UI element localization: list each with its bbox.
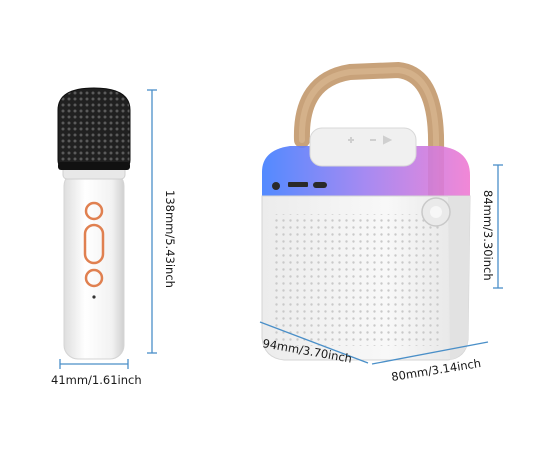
mic-led-dot [92, 295, 96, 299]
speaker [261, 61, 471, 361]
speaker-depth-line [371, 341, 489, 365]
speaker-top-buttons-icon [348, 135, 393, 145]
mic-top-button [84, 201, 104, 221]
aux-port-icon [272, 182, 280, 190]
speaker-grille [274, 214, 442, 346]
speaker-strap-highlight [298, 66, 440, 203]
speaker-side-shade [448, 196, 470, 360]
mic-volume-rocker [83, 223, 105, 265]
tf-card-slot-icon [288, 182, 308, 187]
usb-c-port-icon [313, 182, 327, 188]
mic-grille [57, 87, 131, 169]
speaker-top-panel [309, 127, 417, 167]
mic-grille-ring [58, 162, 130, 170]
microphone [57, 87, 131, 360]
speaker-width-line [259, 321, 369, 364]
speaker-height-label: 84mm/3.30inch [481, 190, 495, 281]
mic-width-label: 41mm/1.61inch [51, 373, 142, 387]
mic-bottom-button [84, 268, 104, 288]
strap-knob-center [430, 206, 442, 218]
mic-height-label: 138mm/5.43inch [163, 190, 177, 288]
mic-body [63, 171, 125, 360]
